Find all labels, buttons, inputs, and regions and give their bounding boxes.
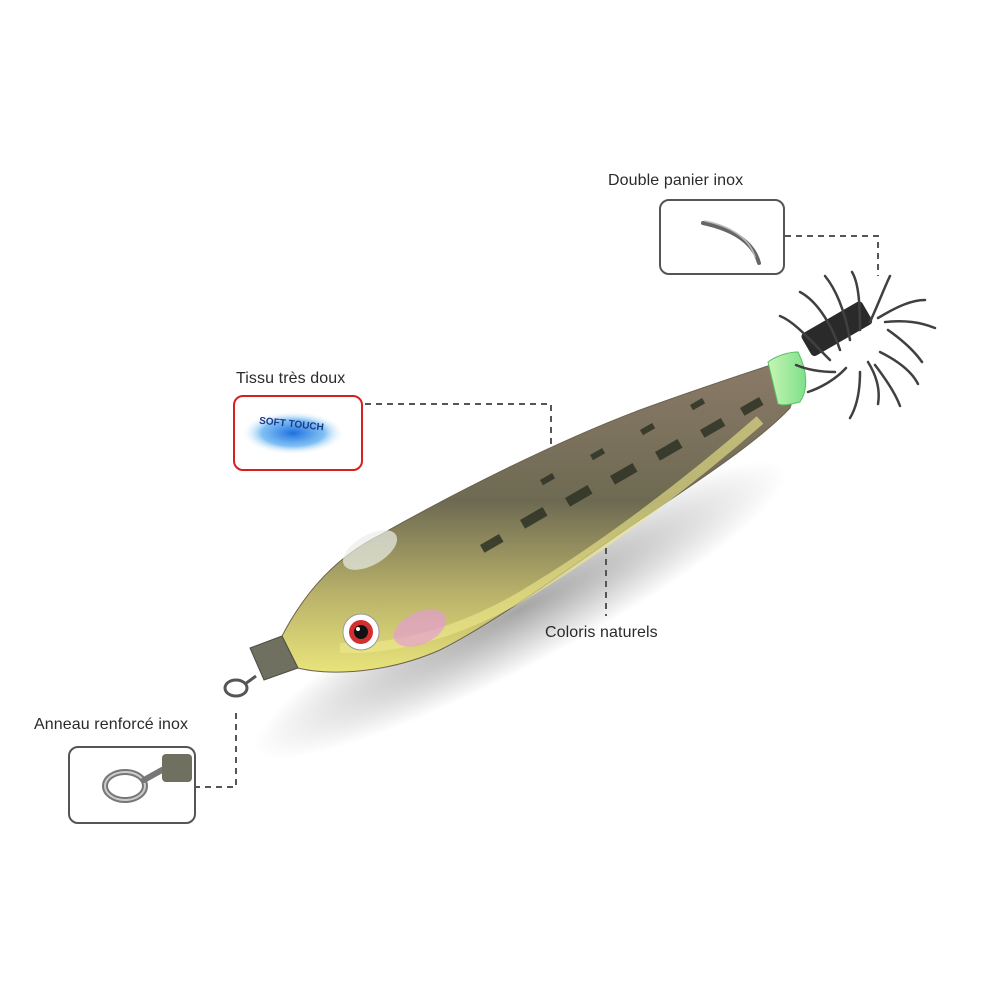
colors-callout-label: Coloris naturels <box>545 624 658 641</box>
lure-nose-weight <box>249 635 299 681</box>
fabric-callout-frame: SOFT TOUCH <box>233 395 363 471</box>
soft-touch-swatch-icon <box>241 411 345 455</box>
basket-callout-label: Double panier inox <box>608 172 744 189</box>
ring-callout-label: Anneau renforcé inox <box>34 716 189 733</box>
leader-lines <box>194 235 879 788</box>
eye-ring <box>223 674 257 698</box>
fabric-callout-label: Tissu très doux <box>236 370 346 387</box>
ring-callout-frame <box>68 746 196 824</box>
jig-shaft <box>801 301 873 357</box>
reinforced-ring-icon <box>102 754 192 803</box>
lure-shadow <box>253 461 787 759</box>
basket-callout-frame <box>659 199 785 275</box>
hook-detail-icon <box>701 220 761 265</box>
lure-body <box>279 361 793 673</box>
lure-eye <box>342 613 380 651</box>
double-basket-hooks <box>778 270 937 420</box>
